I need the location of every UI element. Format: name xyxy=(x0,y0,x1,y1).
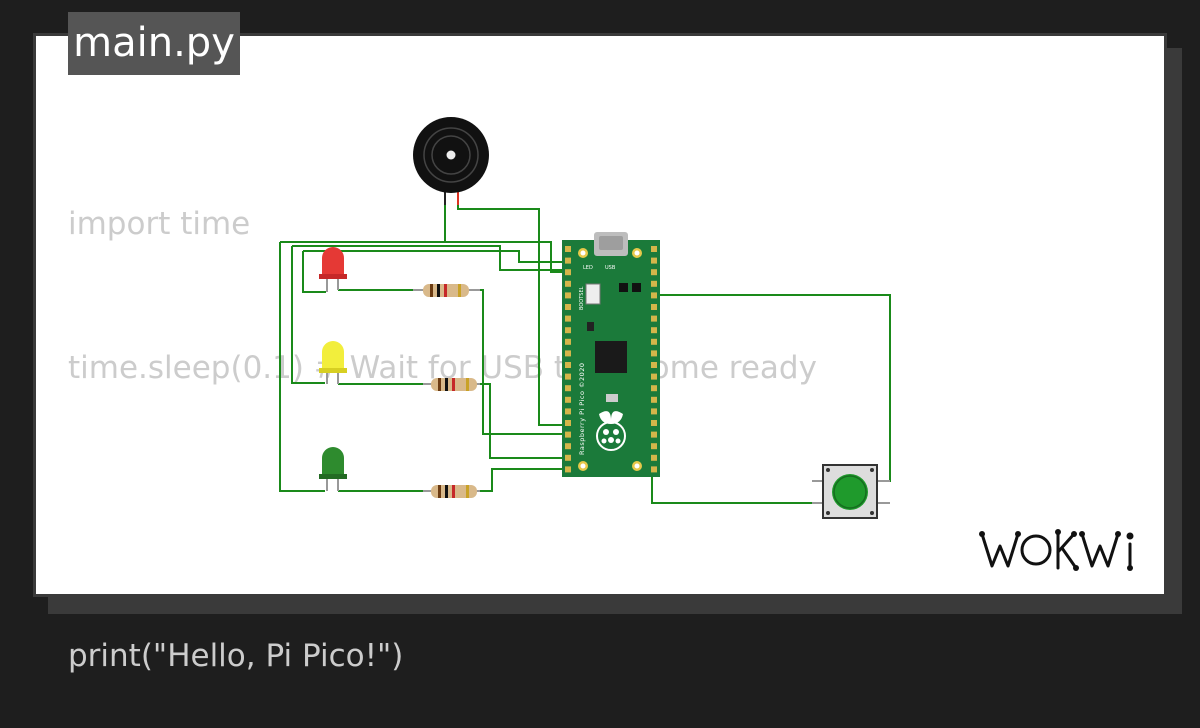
pico-pin[interactable] xyxy=(651,338,657,345)
wire-gnd-top2 xyxy=(303,250,571,263)
pico-pin[interactable] xyxy=(651,443,657,450)
pico-pin[interactable] xyxy=(651,269,657,276)
pico-pin[interactable] xyxy=(565,269,571,276)
led-yellow[interactable] xyxy=(319,341,347,384)
resistor-2[interactable] xyxy=(423,378,480,391)
wire-res-red-pico xyxy=(477,289,571,435)
file-tab-label[interactable]: main.py xyxy=(68,12,240,75)
pico-pin[interactable] xyxy=(565,280,571,287)
pico-pin[interactable] xyxy=(651,280,657,287)
wire-res-yellow-pico xyxy=(477,383,571,459)
pico-pin[interactable] xyxy=(565,385,571,392)
wire-buzzer-gnd xyxy=(444,195,571,273)
pico-pin[interactable] xyxy=(651,327,657,334)
pico-bootsel-label: BOOTSEL xyxy=(579,286,585,310)
pico-pin[interactable] xyxy=(565,431,571,438)
pico-pin[interactable] xyxy=(565,327,571,334)
pico-pin[interactable] xyxy=(565,292,571,299)
led-green[interactable] xyxy=(319,447,347,491)
buzzer[interactable] xyxy=(413,117,489,205)
pushbutton[interactable] xyxy=(812,464,890,519)
pico-pin[interactable] xyxy=(565,350,571,357)
pico-pin[interactable] xyxy=(565,257,571,264)
pico-pin[interactable] xyxy=(565,373,571,380)
resistor-1[interactable] xyxy=(413,284,480,297)
pico-pin[interactable] xyxy=(651,396,657,403)
pico-pin[interactable] xyxy=(651,246,657,252)
pico-pin[interactable] xyxy=(565,466,571,473)
code-line: import time xyxy=(68,206,251,242)
pico-pin[interactable] xyxy=(651,350,657,357)
wire-button-gnd xyxy=(651,468,822,504)
pico-pin[interactable] xyxy=(651,385,657,392)
wire-gnd-yellow xyxy=(291,246,325,384)
led-red[interactable] xyxy=(319,247,347,292)
pico-pin[interactable] xyxy=(565,315,571,322)
code-line: print("Hello, Pi Pico!") xyxy=(68,638,404,674)
resistor-3[interactable] xyxy=(423,485,480,498)
pico-pin[interactable] xyxy=(565,338,571,345)
pico-board-name: Raspberry Pi Pico ©2020 xyxy=(578,362,586,455)
wire-gnd-top xyxy=(292,245,571,271)
pico-pin[interactable] xyxy=(651,315,657,322)
circuit-diagram: LED USB BOOTSEL Raspberry Pi Pico ©2020 xyxy=(279,117,891,519)
pico-pin[interactable] xyxy=(565,443,571,450)
pico-pin[interactable] xyxy=(565,246,571,252)
pico-pin[interactable] xyxy=(651,304,657,310)
pico-pin[interactable] xyxy=(565,396,571,403)
preview-card xyxy=(33,33,1167,597)
pico-pin[interactable] xyxy=(565,408,571,415)
wokwi-logo xyxy=(979,529,1134,571)
pico-board[interactable]: LED USB BOOTSEL Raspberry Pi Pico ©2020 xyxy=(562,232,660,477)
pico-pin[interactable] xyxy=(651,454,657,461)
pico-pin[interactable] xyxy=(565,454,571,461)
pico-pin[interactable] xyxy=(651,408,657,415)
pico-pin[interactable] xyxy=(565,420,571,426)
wire-buzzer-signal xyxy=(457,195,571,426)
wire-pico-button xyxy=(652,294,891,482)
pico-pin[interactable] xyxy=(651,373,657,380)
wire-gnd-left xyxy=(279,242,325,492)
pico-pin[interactable] xyxy=(651,466,657,473)
wire-gnd-red xyxy=(302,251,326,293)
pico-pin[interactable] xyxy=(651,292,657,299)
pico-usb-label: USB xyxy=(605,265,616,271)
pico-led-label: LED xyxy=(583,265,593,271)
pico-pin[interactable] xyxy=(565,304,571,310)
pico-pin[interactable] xyxy=(565,362,571,368)
wire-res-green-pico xyxy=(477,468,571,492)
pico-pin[interactable] xyxy=(651,431,657,438)
pico-pin[interactable] xyxy=(651,362,657,368)
pico-pin[interactable] xyxy=(651,420,657,426)
pico-pin[interactable] xyxy=(651,257,657,264)
